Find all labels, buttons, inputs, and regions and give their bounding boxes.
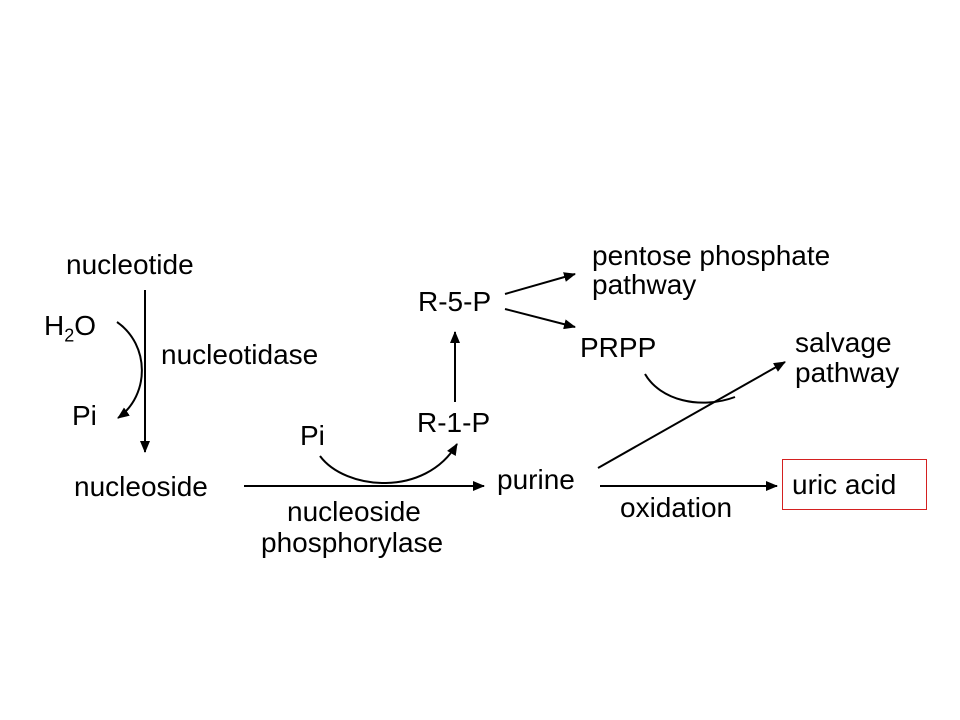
salvage-pathway-label-line2: pathway (795, 357, 900, 388)
nucleoside-phosphorylase-label-line1: nucleoside (287, 496, 421, 527)
nucleoside-label: nucleoside (74, 471, 208, 502)
r5p-to-prpp-arrow (504, 308, 576, 330)
pi-middle-label: Pi (300, 420, 325, 451)
r5p-label: R-5-P (418, 286, 492, 317)
nucleotide-label: nucleotide (66, 249, 194, 280)
pi-to-r1p-curved-arrow (319, 443, 458, 484)
prpp-label: PRPP (580, 332, 657, 363)
water-main: H (44, 310, 65, 341)
pi-left-label: Pi (72, 400, 97, 431)
water-end: O (74, 310, 97, 341)
prpp-curved-arrow (644, 373, 736, 404)
nucleoside-phosphorylase-label-line2: phosphorylase (261, 527, 444, 558)
purine-label: purine (497, 464, 575, 495)
pentose-phosphate-label-line2: pathway (592, 269, 697, 300)
water-to-pi-curved-arrow (116, 321, 143, 419)
oxidation-label: oxidation (620, 492, 733, 523)
r1p-label: R-1-P (417, 407, 491, 438)
salvage-pathway-label-line1: salvage (795, 327, 892, 358)
pentose-phosphate-label-line1: pentose phosphate (592, 240, 831, 271)
purine-to-salvage-arrow (597, 361, 786, 469)
r5p-to-pentose-arrow (504, 272, 576, 295)
uric-acid-highlight-box (782, 459, 927, 510)
water-label: H2O (44, 310, 97, 345)
nucleotidase-label: nucleotidase (161, 339, 319, 370)
water-subscript: 2 (64, 325, 75, 346)
uric-acid-label: uric acid (792, 469, 897, 500)
